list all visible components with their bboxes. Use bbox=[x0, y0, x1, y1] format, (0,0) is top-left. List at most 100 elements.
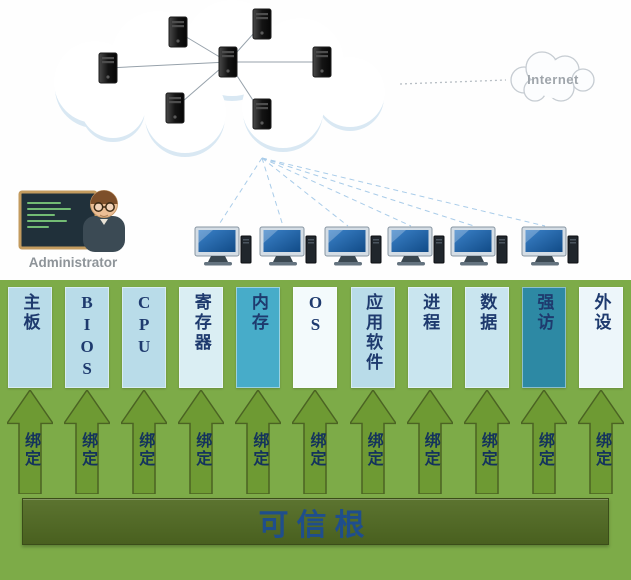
bind-label: 绑定 bbox=[478, 432, 496, 468]
up-arrow-icon bbox=[121, 390, 168, 494]
component-label: OS bbox=[305, 293, 325, 337]
component-label: 内存 bbox=[248, 293, 268, 333]
bind-arrow: 绑定 bbox=[463, 390, 510, 494]
administrator-label: Administrator bbox=[29, 255, 118, 270]
up-arrow-icon bbox=[577, 390, 624, 494]
stack-column: 应用软件 绑定 bbox=[349, 287, 396, 494]
bind-arrow: 绑定 bbox=[121, 390, 168, 494]
stack-column: 外设 绑定 bbox=[577, 287, 624, 494]
trusted-stack-panel: 主板 绑定 BIOS 绑定 bbox=[0, 280, 631, 580]
component-box: 寄存器 bbox=[179, 287, 224, 388]
bind-arrow: 绑定 bbox=[349, 390, 396, 494]
stack-column: 数据 绑定 bbox=[463, 287, 510, 494]
up-arrow-icon bbox=[64, 390, 111, 494]
network-illustration: Internet bbox=[18, 0, 595, 270]
up-arrow-shape bbox=[520, 390, 567, 494]
stack-column: 进程 绑定 bbox=[406, 287, 453, 494]
component-box: 数据 bbox=[464, 287, 509, 388]
component-label: 应用软件 bbox=[363, 293, 383, 373]
bind-label: 绑定 bbox=[421, 432, 439, 468]
up-arrow-icon bbox=[178, 390, 225, 494]
bind-label: 绑定 bbox=[307, 432, 325, 468]
bind-arrow: 绑定 bbox=[7, 390, 53, 494]
up-arrow-shape bbox=[64, 390, 111, 494]
client-monitor bbox=[521, 226, 579, 266]
client-monitors bbox=[194, 226, 579, 266]
bind-label: 绑定 bbox=[193, 432, 211, 468]
server-icon bbox=[98, 52, 118, 84]
console-code-lines bbox=[27, 202, 71, 228]
stack-column: 内存 绑定 bbox=[235, 287, 282, 494]
client-monitor bbox=[324, 226, 382, 266]
component-label: BIOS bbox=[77, 293, 97, 381]
up-arrow-shape bbox=[178, 390, 225, 494]
bind-label: 绑定 bbox=[136, 432, 154, 468]
stack-column: 寄存器 绑定 bbox=[178, 287, 225, 494]
trusted-root-label: 可信根 bbox=[258, 508, 373, 542]
up-arrow-shape bbox=[7, 390, 53, 494]
stack-columns: 主板 绑定 BIOS 绑定 bbox=[0, 287, 631, 494]
internet-cloud: Internet bbox=[510, 51, 595, 102]
bind-arrow: 绑定 bbox=[235, 390, 282, 494]
up-arrow-shape bbox=[292, 390, 339, 494]
client-monitor bbox=[387, 226, 445, 266]
internet-link-line bbox=[399, 79, 507, 85]
stack-column: BIOS 绑定 bbox=[64, 287, 111, 494]
component-label: 强访 bbox=[534, 293, 554, 333]
up-arrow-shape bbox=[463, 390, 510, 494]
server-icon bbox=[252, 98, 272, 130]
stack-column: CPU 绑定 bbox=[121, 287, 168, 494]
up-arrow-shape bbox=[349, 390, 396, 494]
network-diagram: Internet bbox=[0, 0, 631, 280]
component-box: 进程 bbox=[407, 287, 452, 388]
up-arrow-icon bbox=[235, 390, 282, 494]
stack-column: 主板 绑定 bbox=[7, 287, 53, 494]
bind-label: 绑定 bbox=[364, 432, 382, 468]
server-icon bbox=[165, 92, 185, 124]
bind-label: 绑定 bbox=[250, 432, 268, 468]
up-arrow-icon bbox=[520, 390, 567, 494]
up-arrow-shape bbox=[577, 390, 624, 494]
bind-arrow: 绑定 bbox=[577, 390, 624, 494]
component-label: 数据 bbox=[477, 293, 497, 333]
client-monitor bbox=[259, 226, 317, 266]
up-arrow-shape bbox=[235, 390, 282, 494]
component-box: OS bbox=[293, 287, 338, 388]
component-label: 外设 bbox=[591, 293, 611, 333]
up-arrow-shape bbox=[406, 390, 453, 494]
component-box: CPU bbox=[122, 287, 167, 388]
server-icon bbox=[312, 46, 332, 78]
administrator-illustration: Administrator bbox=[18, 190, 125, 270]
component-box: 强访 bbox=[521, 287, 566, 388]
component-box: 内存 bbox=[236, 287, 281, 388]
up-arrow-icon bbox=[406, 390, 453, 494]
bind-label: 绑定 bbox=[592, 432, 610, 468]
component-box: 外设 bbox=[578, 287, 623, 388]
bind-arrow: 绑定 bbox=[64, 390, 111, 494]
bind-arrow: 绑定 bbox=[292, 390, 339, 494]
up-arrow-shape bbox=[121, 390, 168, 494]
stack-column: 强访 绑定 bbox=[520, 287, 567, 494]
component-label: 寄存器 bbox=[191, 293, 211, 353]
internet-label: Internet bbox=[527, 72, 579, 87]
bind-label: 绑定 bbox=[535, 432, 553, 468]
component-box: BIOS bbox=[65, 287, 110, 388]
component-label: 进程 bbox=[420, 293, 440, 333]
up-arrow-icon bbox=[349, 390, 396, 494]
server-icon bbox=[168, 16, 188, 48]
bind-arrow: 绑定 bbox=[520, 390, 567, 494]
server-icon bbox=[252, 8, 272, 40]
bind-arrow: 绑定 bbox=[178, 390, 225, 494]
up-arrow-icon bbox=[463, 390, 510, 494]
stack-column: OS 绑定 bbox=[292, 287, 339, 494]
cloud-fill bbox=[534, 60, 572, 98]
up-arrow-icon bbox=[292, 390, 339, 494]
server-icon bbox=[218, 46, 238, 78]
trusted-root-bar: 可信根 bbox=[22, 498, 609, 545]
client-links bbox=[217, 157, 546, 227]
bind-label: 绑定 bbox=[22, 432, 39, 468]
client-monitor bbox=[194, 226, 252, 266]
client-monitor bbox=[450, 226, 508, 266]
up-arrow-icon bbox=[7, 390, 53, 494]
